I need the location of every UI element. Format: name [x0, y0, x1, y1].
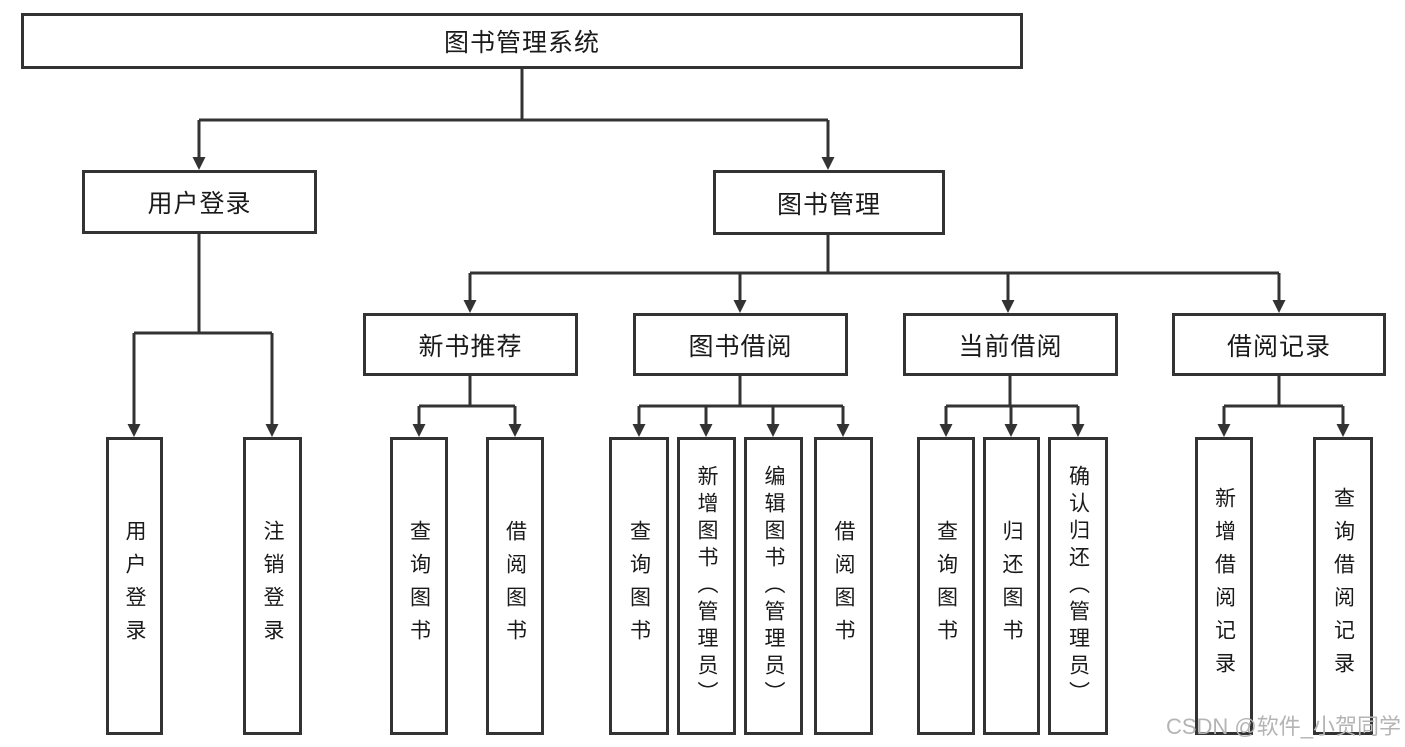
- node-current-borrowing: 当前借阅: [903, 313, 1118, 376]
- watermark: CSDN @软件_小贺同学: [1165, 714, 1401, 739]
- node-book-management: 图书管理: [713, 170, 945, 235]
- node-book-management-label: 图书管理: [776, 190, 881, 219]
- leaf-cb-query-books-label: 查询图书: [934, 520, 958, 652]
- leaf-nb-query-books: 查询图书: [390, 437, 448, 735]
- leaf-cb-return-books-label: 归还图书: [1000, 520, 1023, 652]
- connector-current-borrowing-children: [939, 376, 1085, 437]
- leaf-bb-query-books-label: 查询图书: [627, 520, 651, 652]
- leaf-cb-return-books: 归还图书: [983, 437, 1040, 735]
- node-book-borrowing-label: 图书借阅: [688, 332, 793, 361]
- leaf-nb-query-books-label: 查询图书: [407, 520, 431, 652]
- leaf-bb-add-books-admin: 新增图书（管理员）: [677, 437, 736, 735]
- connector-book-borrowing-children: [632, 376, 850, 437]
- connector-new-book-recommend-children: [412, 376, 522, 437]
- connector-book-management-children: [463, 235, 1286, 313]
- leaf-br-query-record: 查询借阅记录: [1313, 437, 1373, 735]
- node-new-book-recommend-label: 新书推荐: [418, 332, 523, 361]
- leaf-nb-borrow-books: 借阅图书: [486, 437, 544, 735]
- leaf-br-query-record-label: 查询借阅记录: [1331, 487, 1355, 685]
- leaf-logout-label: 注销登录: [261, 520, 284, 652]
- node-root: 图书管理系统: [21, 13, 1023, 69]
- leaf-user-login: 用户登录: [106, 437, 163, 735]
- connector-root-to-level2: [192, 69, 835, 170]
- node-user-login: 用户登录: [82, 170, 317, 234]
- leaf-user-login-label: 用户登录: [123, 520, 146, 652]
- leaf-nb-borrow-books-label: 借阅图书: [503, 520, 527, 652]
- connector-user-login-children: [127, 233, 279, 437]
- node-book-borrowing: 图书借阅: [633, 313, 848, 376]
- leaf-cb-query-books: 查询图书: [917, 437, 975, 735]
- leaf-cb-confirm-return-admin: 确认归还（管理员）: [1048, 437, 1108, 735]
- node-borrowing-records: 借阅记录: [1172, 313, 1386, 376]
- node-current-borrowing-label: 当前借阅: [958, 332, 1063, 361]
- connector-borrowing-records-children: [1217, 376, 1350, 437]
- leaf-bb-borrow-books-label: 借阅图书: [832, 520, 855, 652]
- leaf-bb-edit-books-admin-label: 编辑图书（管理员）: [762, 464, 785, 708]
- leaf-bb-edit-books-admin: 编辑图书（管理员）: [744, 437, 803, 735]
- leaf-bb-add-books-admin-label: 新增图书（管理员）: [695, 464, 718, 708]
- leaf-br-add-record: 新增借阅记录: [1195, 437, 1253, 735]
- node-root-label: 图书管理系统: [443, 29, 600, 57]
- node-borrowing-records-label: 借阅记录: [1226, 332, 1331, 361]
- node-new-book-recommend: 新书推荐: [363, 313, 578, 376]
- leaf-logout: 注销登录: [243, 437, 302, 735]
- node-user-login-label: 用户登录: [147, 190, 252, 218]
- leaf-cb-confirm-return-admin-label: 确认归还（管理员）: [1066, 464, 1090, 708]
- leaf-bb-query-books: 查询图书: [609, 437, 669, 735]
- leaf-bb-borrow-books: 借阅图书: [814, 437, 873, 735]
- leaf-br-add-record-label: 新增借阅记录: [1212, 487, 1236, 685]
